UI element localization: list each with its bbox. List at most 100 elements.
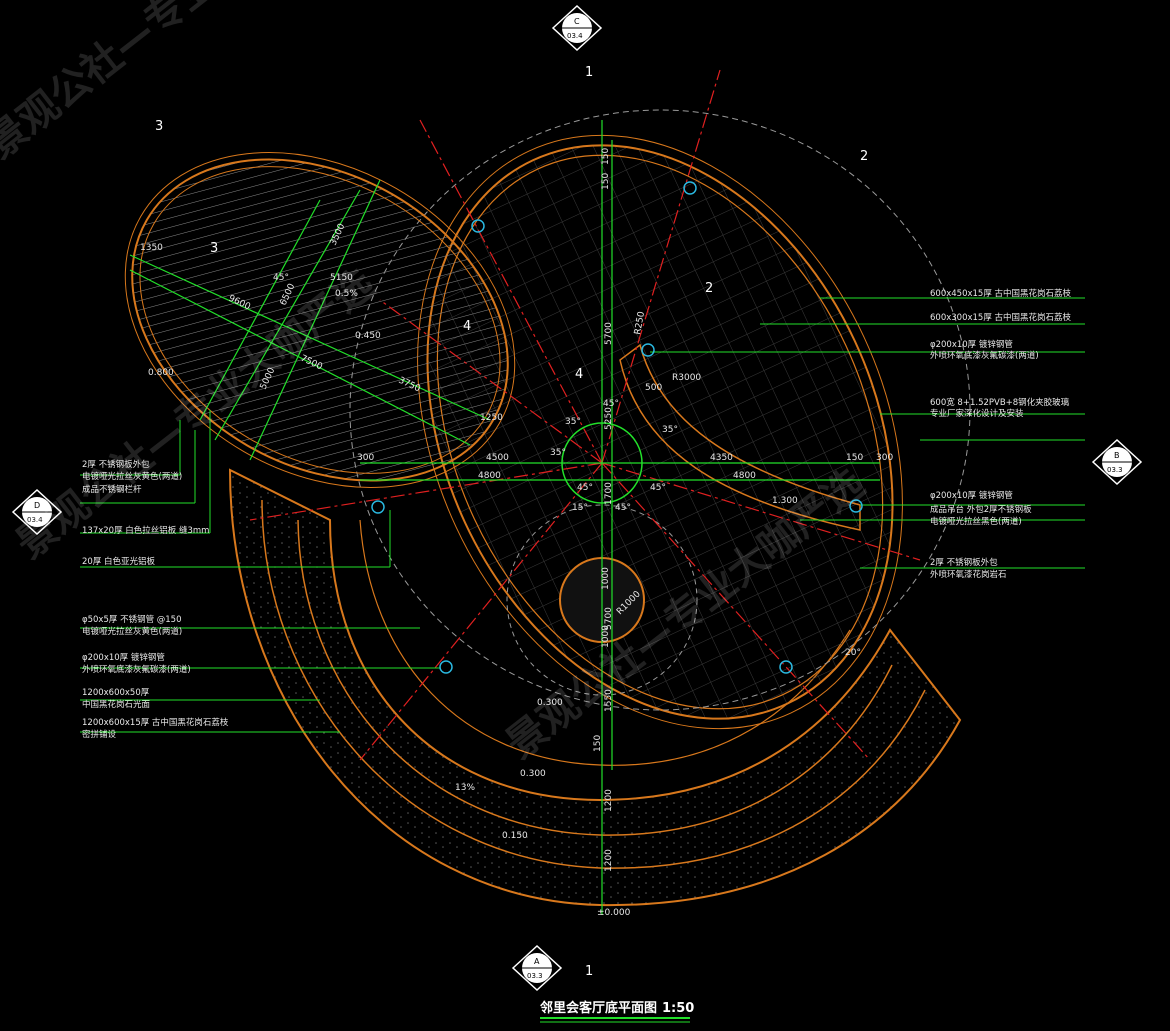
note-left: 1200x600x15厚 古中国黑花岗石荔枝 bbox=[82, 717, 229, 728]
section-number: 1 bbox=[585, 964, 593, 979]
hatched-ellipse bbox=[124, 152, 516, 488]
section-number: 2 bbox=[860, 149, 868, 164]
columns bbox=[371, 181, 863, 674]
dimension-horizontal: 4800 bbox=[478, 471, 501, 481]
dimension-misc: 1350 bbox=[140, 243, 163, 253]
section-number: 4 bbox=[575, 367, 583, 382]
note-left: 电镀哑光拉丝灰黄色(两道) bbox=[82, 471, 182, 482]
elevation-label: 1.300 bbox=[772, 496, 798, 506]
note-left: φ50x5厚 不锈钢管 @150 bbox=[82, 614, 182, 625]
note-right: 成品吊台 外包2厚不锈钢板 bbox=[930, 504, 1032, 515]
note-left: 1200x600x50厚 bbox=[82, 688, 150, 698]
note-left: 外喷环氧底漆灰氟碳漆(两道) bbox=[82, 664, 191, 675]
note-right: 600宽 8+1.52PVB+8钢化夹胶玻璃 bbox=[930, 397, 1070, 408]
dimension-horizontal: 300 bbox=[357, 453, 374, 463]
elevation-label: 0.150 bbox=[502, 831, 528, 841]
dimension-angle: 35° bbox=[565, 417, 581, 427]
note-left: 中国黑花岗石光面 bbox=[82, 699, 151, 710]
dimension-vertical: 150 bbox=[601, 148, 611, 165]
section-mark-b: B 03.3 bbox=[1091, 438, 1143, 486]
section-mark-d: D 03.4 bbox=[11, 488, 63, 536]
title-text: 邻里会客厅底平面图 bbox=[539, 1000, 657, 1016]
dimension-angle: 45° bbox=[615, 503, 631, 513]
dimension-vertical: 5700 bbox=[604, 322, 614, 345]
dimension-vertical: 1000 bbox=[601, 567, 611, 590]
dimension-angle: 20° bbox=[845, 648, 861, 658]
dimension-horizontal: 4500 bbox=[486, 453, 509, 463]
dimension-vertical: 5700 bbox=[604, 607, 614, 630]
dimension-misc: 5150 bbox=[330, 273, 353, 283]
note-right: 600x300x15厚 古中国黑花岗石荔枝 bbox=[930, 312, 1072, 323]
section-mark-id: D bbox=[34, 501, 40, 510]
note-right: 电镀哑光拉丝黑色(两道) bbox=[930, 516, 1022, 527]
note-right: φ200x10厚 镀锌钢管 bbox=[930, 339, 1013, 350]
elevation-label: 0.800 bbox=[148, 368, 174, 378]
section-mark-sheet: 03.4 bbox=[567, 32, 583, 40]
dimension-horizontal: 4800 bbox=[733, 471, 756, 481]
dimension-angle: 45° bbox=[650, 483, 666, 493]
section-mark-c: C 03.4 bbox=[551, 4, 603, 52]
section-number: 1 bbox=[585, 65, 593, 80]
dimension-vertical: 150 bbox=[601, 173, 611, 190]
dimension-angle: 45° bbox=[273, 273, 289, 283]
dimension-angle: 45° bbox=[603, 399, 619, 409]
dimension-lines bbox=[129, 120, 880, 915]
note-left: 成品不锈钢栏杆 bbox=[82, 484, 142, 495]
dimension-vertical: 1700 bbox=[604, 482, 614, 505]
elevation-label: ±0.000 bbox=[597, 908, 631, 918]
dimension-misc: 13% bbox=[455, 783, 475, 793]
note-right: φ200x10厚 镀锌钢管 bbox=[930, 490, 1013, 501]
dimension-vertical: 1200 bbox=[604, 789, 614, 812]
section-mark-sheet: 03.4 bbox=[27, 516, 43, 524]
dimension-vertical: 150 bbox=[593, 735, 603, 752]
dimension-horizontal: 300 bbox=[876, 453, 893, 463]
note-right: 专业厂家深化设计及安装 bbox=[930, 408, 1024, 419]
dimension-misc: 1250 bbox=[480, 413, 503, 423]
dimension-radius: R250 bbox=[633, 310, 647, 335]
note-left: 137x20厚 白色拉丝铝板 缝3mm bbox=[82, 525, 209, 536]
section-mark-sheet: 03.3 bbox=[527, 972, 543, 980]
main-circle bbox=[349, 109, 971, 730]
leaders-left bbox=[80, 410, 440, 733]
section-mark-id: A bbox=[534, 957, 540, 966]
elevation-label: 0.450 bbox=[355, 331, 381, 341]
note-left: 2厚 不锈钢板外包 bbox=[82, 459, 150, 470]
dimension-radius: R3000 bbox=[672, 373, 701, 383]
note-right: 外喷环氧底漆灰氟碳漆(两道) bbox=[930, 350, 1039, 361]
section-mark-a: A 03.3 bbox=[511, 944, 563, 992]
note-left: φ200x10厚 镀锌钢管 bbox=[82, 652, 165, 663]
note-left: 密拼铺设 bbox=[82, 729, 117, 740]
section-mark-id: B bbox=[1114, 451, 1120, 460]
dimension-angle: 35° bbox=[550, 448, 566, 458]
dimension-vertical: 1000 bbox=[601, 625, 611, 648]
curved-walkway bbox=[619, 343, 861, 531]
dimension-horizontal: 150 bbox=[846, 453, 863, 463]
note-right: 2厚 不锈钢板外包 bbox=[930, 557, 998, 568]
scale-text: 1:50 bbox=[662, 1001, 694, 1016]
radial-axes bbox=[249, 69, 921, 761]
dimension-vertical: 1550 bbox=[604, 689, 614, 712]
section-number: 3 bbox=[210, 241, 218, 256]
drawing-title: 邻里会客厅底平面图 1:50 bbox=[539, 1000, 694, 1023]
note-right: 600x450x15厚 古中国黑花岗石荔枝 bbox=[930, 288, 1072, 299]
section-mark-sheet: 03.3 bbox=[1107, 466, 1123, 474]
section-number: 2 bbox=[705, 281, 713, 296]
dimension-misc: 500 bbox=[645, 383, 662, 393]
note-left: 电镀哑光拉丝灰黄色(两道) bbox=[82, 626, 182, 637]
dimension-angle: 35° bbox=[662, 425, 678, 435]
dimension-vertical: 5250 bbox=[604, 407, 614, 430]
dimension-angle: 15° bbox=[572, 503, 588, 513]
dimension-angle: 45° bbox=[577, 483, 593, 493]
dimension-horizontal: 4350 bbox=[710, 453, 733, 463]
section-mark-id: C bbox=[574, 17, 580, 26]
elevation-label: 0.300 bbox=[537, 698, 563, 708]
leaders-right bbox=[650, 297, 1085, 569]
dimension-vertical: 1200 bbox=[604, 849, 614, 872]
watermark: 景观公社—专业大咖严选 bbox=[0, 0, 353, 168]
section-number: 3 bbox=[155, 119, 163, 134]
elevation-label: 0.300 bbox=[520, 769, 546, 779]
note-right: 外喷环氧漆花岗岩石 bbox=[930, 569, 1007, 580]
dimension-misc: 0.5% bbox=[335, 289, 358, 299]
